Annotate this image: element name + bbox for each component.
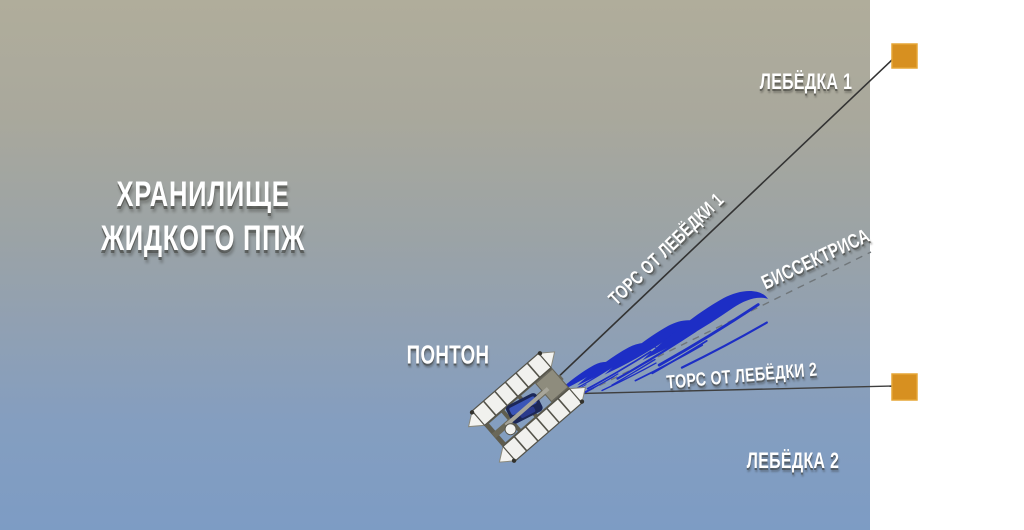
winch-1-marker — [891, 43, 918, 69]
winch-2-label: ЛЕБЁДКА 2 — [746, 448, 840, 473]
winch-1-label: ЛЕБЁДКА 1 — [759, 69, 853, 94]
pontoon-label: ПОНТОН — [406, 339, 490, 370]
winch-2-marker — [891, 373, 918, 401]
rope-2-line — [559, 385, 894, 395]
pontoon-hull-top — [467, 351, 556, 428]
pontoon-hull-bottom — [498, 386, 587, 463]
pontoon-buoy-mark — [504, 423, 517, 436]
rope-1-line — [552, 57, 895, 383]
water-background — [0, 0, 870, 530]
bisector-line — [575, 251, 872, 398]
storage-title: ХРАНИЛИЩЕ ЖИДКОГО ППЖ — [101, 173, 305, 261]
storage-title-line2: ЖИДКОГО ППЖ — [100, 219, 306, 258]
storage-title-line1: ХРАНИЛИЩЕ — [116, 175, 290, 214]
pontoon-graphic — [467, 351, 587, 463]
